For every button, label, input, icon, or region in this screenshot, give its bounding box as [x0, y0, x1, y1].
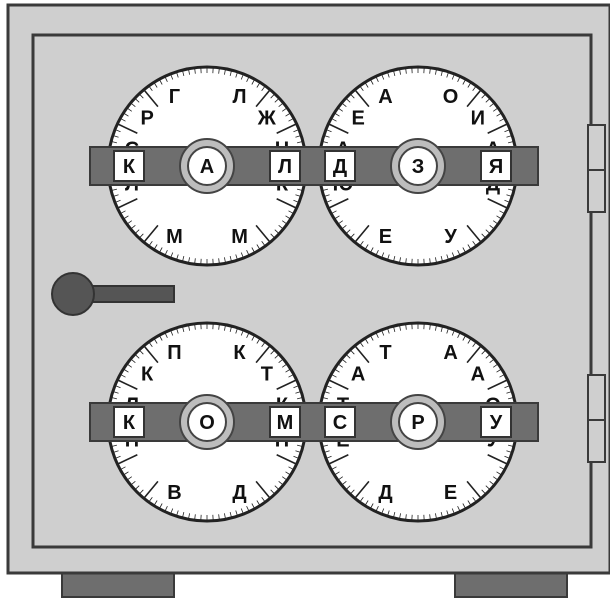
window-right: М	[270, 407, 300, 437]
ring-letter: Т	[261, 364, 273, 386]
ring-letter: А	[471, 364, 485, 386]
window-right: Я	[481, 151, 511, 181]
window-left: К	[114, 407, 144, 437]
center-letter: А	[200, 156, 214, 178]
ring-letter: О	[443, 86, 459, 108]
ring-letter: М	[166, 226, 183, 248]
window-letter: К	[123, 156, 136, 178]
ring-letter: А	[443, 342, 457, 364]
window-left: Д	[325, 151, 355, 181]
window-letter: У	[490, 412, 503, 434]
ring-letter: Д	[232, 482, 246, 504]
ring-letter: А	[351, 364, 365, 386]
ring-letter: Д	[378, 482, 392, 504]
ring-letter: П	[167, 342, 181, 364]
ring-letter: Е	[351, 108, 364, 130]
center-letter: О	[199, 412, 215, 434]
center-letter: З	[412, 156, 425, 178]
window-right: У	[481, 407, 511, 437]
hinge-bottom-upper	[588, 375, 605, 420]
ring-letter: Г	[169, 86, 180, 108]
dial-hub: Р	[391, 395, 445, 449]
hinge-bottom-lower	[588, 420, 605, 462]
handle-knob	[52, 273, 94, 315]
safe-foot-right	[455, 571, 567, 597]
dial-hub: О	[180, 395, 234, 449]
ring-letter: К	[141, 364, 154, 386]
lock-bar-top	[90, 147, 538, 185]
dial-hub: А	[180, 139, 234, 193]
ring-letter: Е	[444, 482, 457, 504]
ring-letter: Л	[233, 86, 247, 108]
window-right: Л	[270, 151, 300, 181]
ring-letter: Е	[379, 226, 392, 248]
hinge-top-upper	[588, 125, 605, 170]
window-letter: С	[333, 412, 347, 434]
ring-letter: Ж	[257, 108, 277, 130]
window-letter: Д	[333, 156, 347, 178]
ring-letter: Т	[379, 342, 391, 364]
window-left: К	[114, 151, 144, 181]
ring-letter: Р	[140, 108, 153, 130]
ring-letter: К	[233, 342, 246, 364]
lock-bar-bottom	[90, 403, 538, 441]
dial-hub: З	[391, 139, 445, 193]
ring-letter: А	[378, 86, 392, 108]
ring-letter: И	[471, 108, 485, 130]
safe-foot-left	[62, 571, 174, 597]
window-left: С	[325, 407, 355, 437]
ring-letter: В	[167, 482, 181, 504]
ring-letter: У	[444, 226, 457, 248]
window-letter: М	[277, 412, 294, 434]
ring-letter: М	[231, 226, 248, 248]
center-letter: Р	[411, 412, 424, 434]
window-letter: Л	[278, 156, 292, 178]
window-letter: Я	[489, 156, 503, 178]
window-letter: К	[123, 412, 136, 434]
hinge-top-lower	[588, 170, 605, 212]
